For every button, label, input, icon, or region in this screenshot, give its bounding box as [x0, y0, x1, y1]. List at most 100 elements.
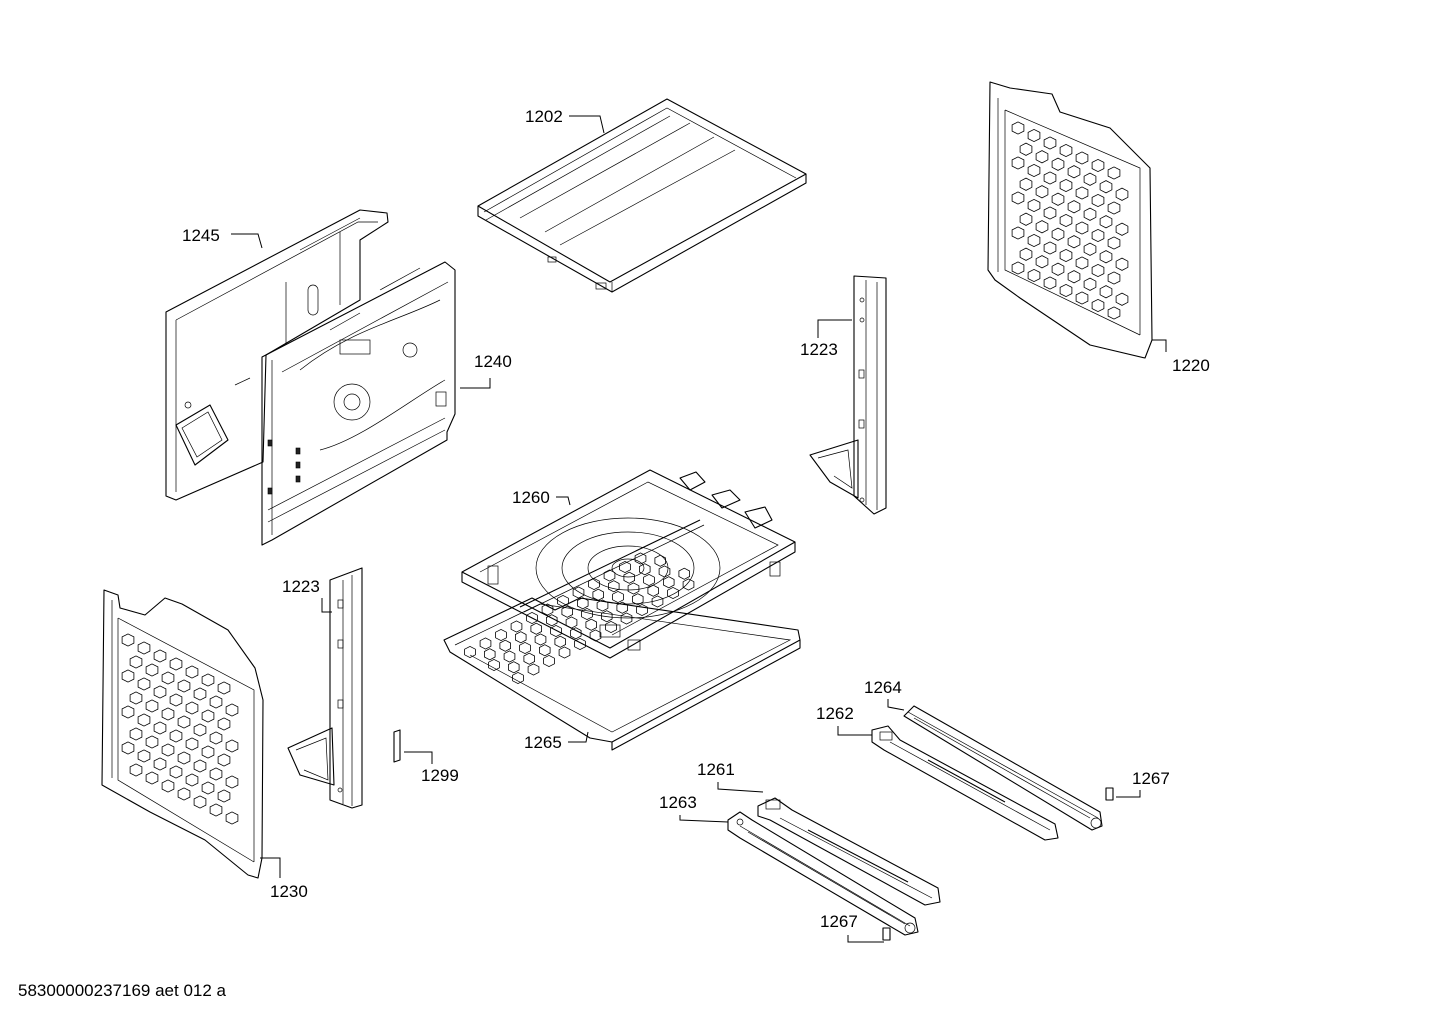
perforation-hex	[605, 620, 617, 634]
perforation-hex	[1099, 180, 1113, 194]
perforation-hex	[1059, 178, 1073, 193]
perforation-hex	[554, 635, 566, 648]
leader-1230	[260, 857, 281, 878]
perforation-hex	[161, 671, 175, 685]
part-1223-side-rail-lower	[287, 567, 363, 809]
perforation-hex	[663, 576, 675, 589]
perforation-hex	[1051, 227, 1065, 241]
perforation-hex	[137, 677, 151, 691]
perforation-hex	[1051, 157, 1065, 171]
perforation-hex	[209, 695, 223, 709]
perforation-hex	[169, 657, 183, 671]
perforation-hex	[1091, 193, 1105, 208]
perforation-hex	[1091, 298, 1105, 313]
perforation-hex	[1091, 158, 1105, 173]
perforation-hex	[185, 665, 199, 679]
leader-1264	[887, 699, 905, 711]
perforation-hex	[519, 641, 531, 655]
part-1262-rail	[871, 725, 1059, 841]
perforation-hex	[1067, 165, 1081, 179]
document-id: 58300000237169 aet 012 a	[18, 981, 226, 1000]
perforation-hex	[639, 563, 651, 576]
perforation-hex	[201, 673, 215, 687]
label-1230: 1230	[270, 882, 308, 901]
perforation-hex	[1019, 247, 1033, 261]
perforation-hex	[526, 611, 538, 625]
perforation-hex	[1067, 270, 1081, 284]
perforation-hex	[153, 757, 167, 771]
perforation-hex	[161, 779, 175, 793]
perforation-hex	[1035, 185, 1049, 199]
leader-1245	[231, 233, 263, 249]
label-1220: 1220	[1172, 356, 1210, 375]
perforation-hex	[1035, 150, 1049, 164]
perforation-hex	[1083, 242, 1097, 256]
label-1262: 1262	[816, 704, 854, 723]
perforation-hex	[1083, 277, 1097, 291]
perforation-hex	[201, 781, 215, 795]
perforation-hex	[121, 741, 135, 755]
perforation-hex	[1043, 136, 1057, 150]
perforation-hex	[193, 759, 207, 773]
perforation-hex	[581, 607, 593, 621]
perforation-hex	[1099, 285, 1113, 299]
perforation-hex	[515, 631, 527, 644]
perforation-hex	[1059, 213, 1073, 228]
perforation-hex	[508, 661, 520, 674]
part-1265-hex-grid	[464, 552, 695, 685]
perforation-hex	[588, 577, 600, 591]
perforation-hex	[503, 650, 516, 663]
perforation-hex	[209, 767, 223, 781]
perforation-hex	[137, 641, 151, 655]
perforation-hex	[541, 603, 554, 616]
perforation-hex	[1011, 226, 1025, 240]
part-1230-left-panel	[101, 589, 264, 879]
perforation-hex	[546, 614, 558, 627]
perforation-hex	[570, 627, 582, 640]
label-1240: 1240	[474, 352, 512, 371]
perforation-hex	[678, 567, 690, 580]
perforation-hex	[177, 787, 191, 801]
perforation-hex	[201, 709, 215, 723]
perforation-hex	[1083, 207, 1097, 221]
perforation-hex	[620, 612, 633, 625]
perforation-hex	[658, 565, 671, 578]
perforation-hex	[153, 721, 167, 735]
perforation-hex	[225, 811, 239, 825]
part-1240-fan-panel	[261, 261, 456, 546]
perforation-hex	[1099, 250, 1113, 264]
label-1202: 1202	[525, 107, 563, 126]
perforation-hex	[1115, 292, 1129, 306]
perforation-hex	[217, 681, 231, 695]
perforation-hex	[209, 731, 223, 745]
perforation-hex	[530, 622, 542, 635]
leader-1223-lower	[321, 598, 332, 613]
perforation-hex	[1027, 163, 1041, 178]
perforation-hex	[623, 571, 635, 584]
perforation-hex	[1019, 177, 1033, 191]
perforation-hex	[1091, 263, 1105, 278]
perforation-hex	[129, 763, 143, 777]
perforation-hex	[632, 593, 644, 606]
perforation-hex	[1083, 172, 1097, 186]
perforation-hex	[484, 648, 496, 661]
part-1230-hex-grid	[121, 633, 239, 825]
perforation-hex	[612, 590, 624, 604]
part-1223-side-rail-upper	[809, 275, 887, 515]
perforation-hex	[1107, 201, 1121, 215]
leader-1263	[679, 815, 729, 823]
label-1267-right: 1267	[1132, 769, 1170, 788]
perforation-hex	[534, 633, 547, 646]
perforation-hex	[1027, 233, 1041, 248]
perforation-hex	[539, 644, 551, 657]
perforation-hex	[129, 727, 143, 741]
perforation-hex	[121, 633, 135, 647]
perforation-hex	[1011, 261, 1025, 275]
perforation-hex	[1035, 255, 1049, 269]
part-1202-top-cover	[477, 98, 807, 293]
part-1264-rail	[903, 705, 1103, 831]
perforation-hex	[161, 743, 175, 757]
perforation-hex	[488, 658, 500, 672]
perforation-hex	[1027, 128, 1041, 143]
